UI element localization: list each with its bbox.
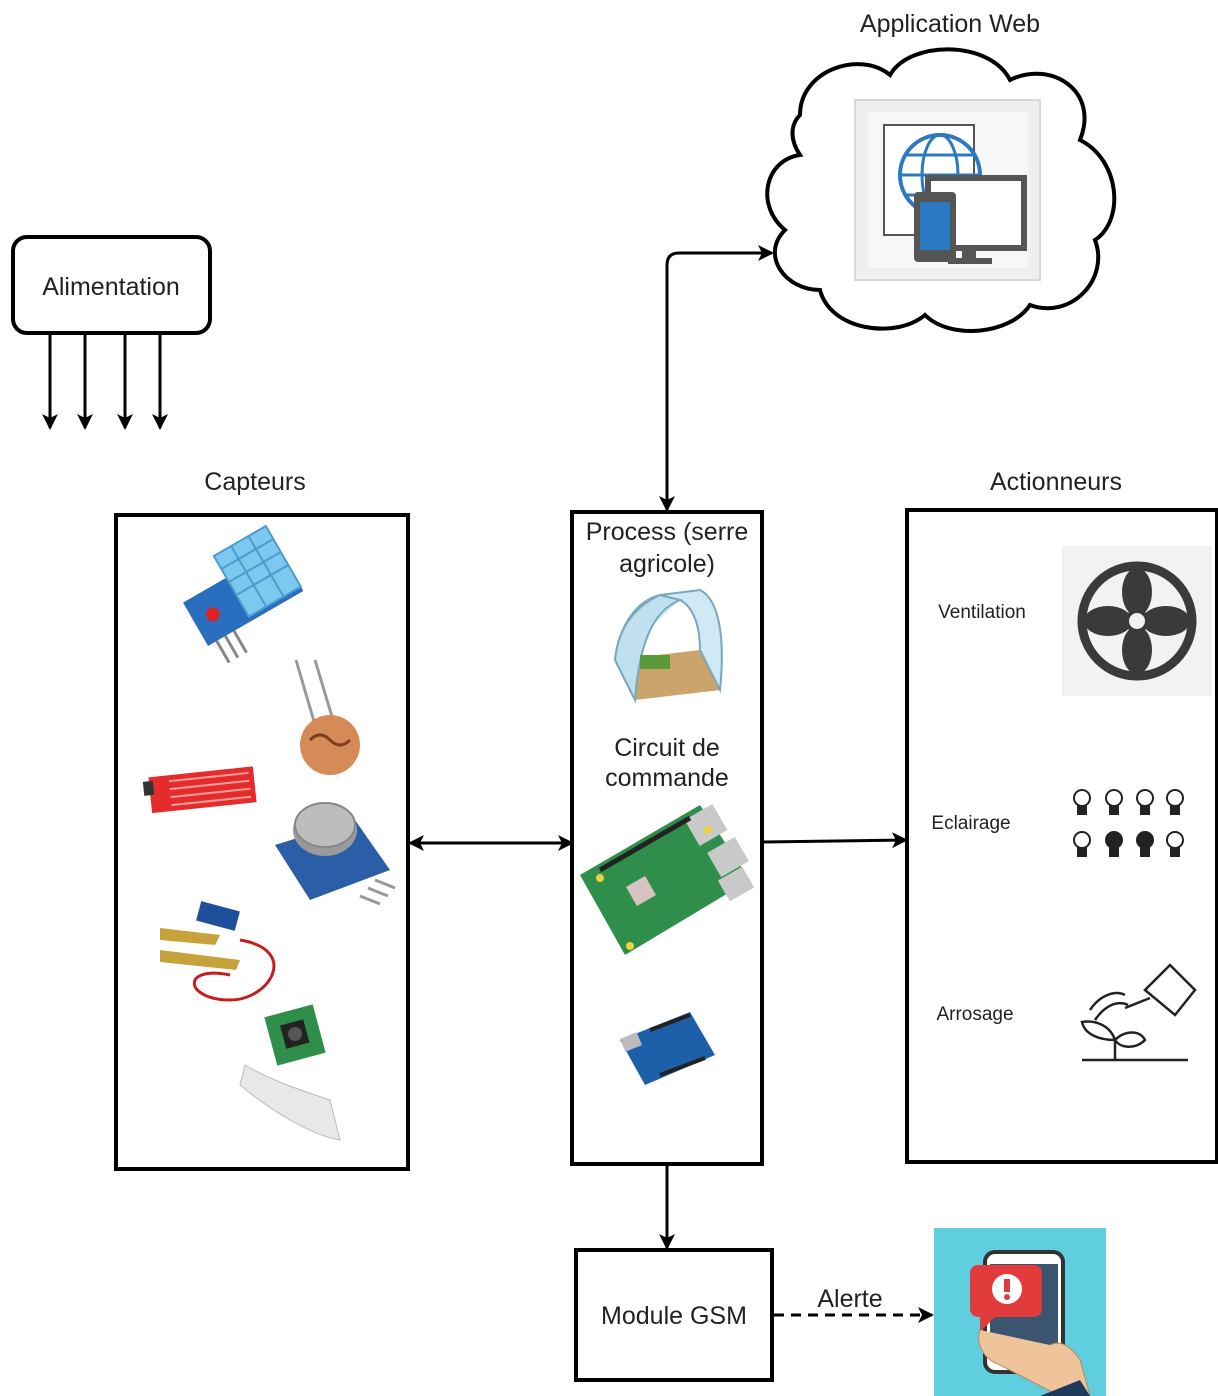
power-outputs (42, 335, 168, 430)
control-title-line1: Circuit de (614, 734, 720, 762)
camera-module-icon (239, 1004, 341, 1141)
actuator-label-ventilation: Ventilation (938, 602, 1026, 623)
fan-icon (1062, 546, 1212, 696)
phone-alert-icon (934, 1228, 1106, 1396)
dht-sensor-icon (183, 524, 304, 664)
ldr-sensor-icon (294, 659, 360, 775)
process-actuators-link (763, 832, 908, 849)
process-web-link (659, 245, 774, 512)
process-title-line1: Process (serre (586, 518, 749, 546)
sensors-title: Capteurs (204, 468, 305, 496)
actuator-label-eclairage: Eclairage (931, 813, 1010, 834)
actuators-title: Actionneurs (990, 468, 1122, 496)
watering-can-icon (1080, 963, 1197, 1062)
alert-label: Alerte (817, 1285, 882, 1313)
control-title-line2: commande (605, 764, 729, 792)
actuator-label-arrosage: Arrosage (936, 1004, 1013, 1025)
power-label: Alimentation (42, 273, 180, 301)
arduino-icon (620, 1012, 715, 1085)
gas-sensor-icon (275, 802, 396, 906)
process-title-line2: agricole) (619, 550, 715, 578)
soil-moisture-sensor-icon (160, 901, 276, 1002)
water-sensor-icon (142, 766, 257, 814)
gsm-box (574, 1248, 774, 1382)
web-app-title: Application Web (860, 10, 1040, 38)
web-devices-icon (854, 99, 1041, 281)
gsm-label: Module GSM (601, 1302, 747, 1330)
light-bulbs-icon (1073, 789, 1184, 857)
raspberry-pi-icon (580, 804, 755, 955)
power-box (11, 235, 212, 335)
greenhouse-icon (613, 588, 723, 704)
